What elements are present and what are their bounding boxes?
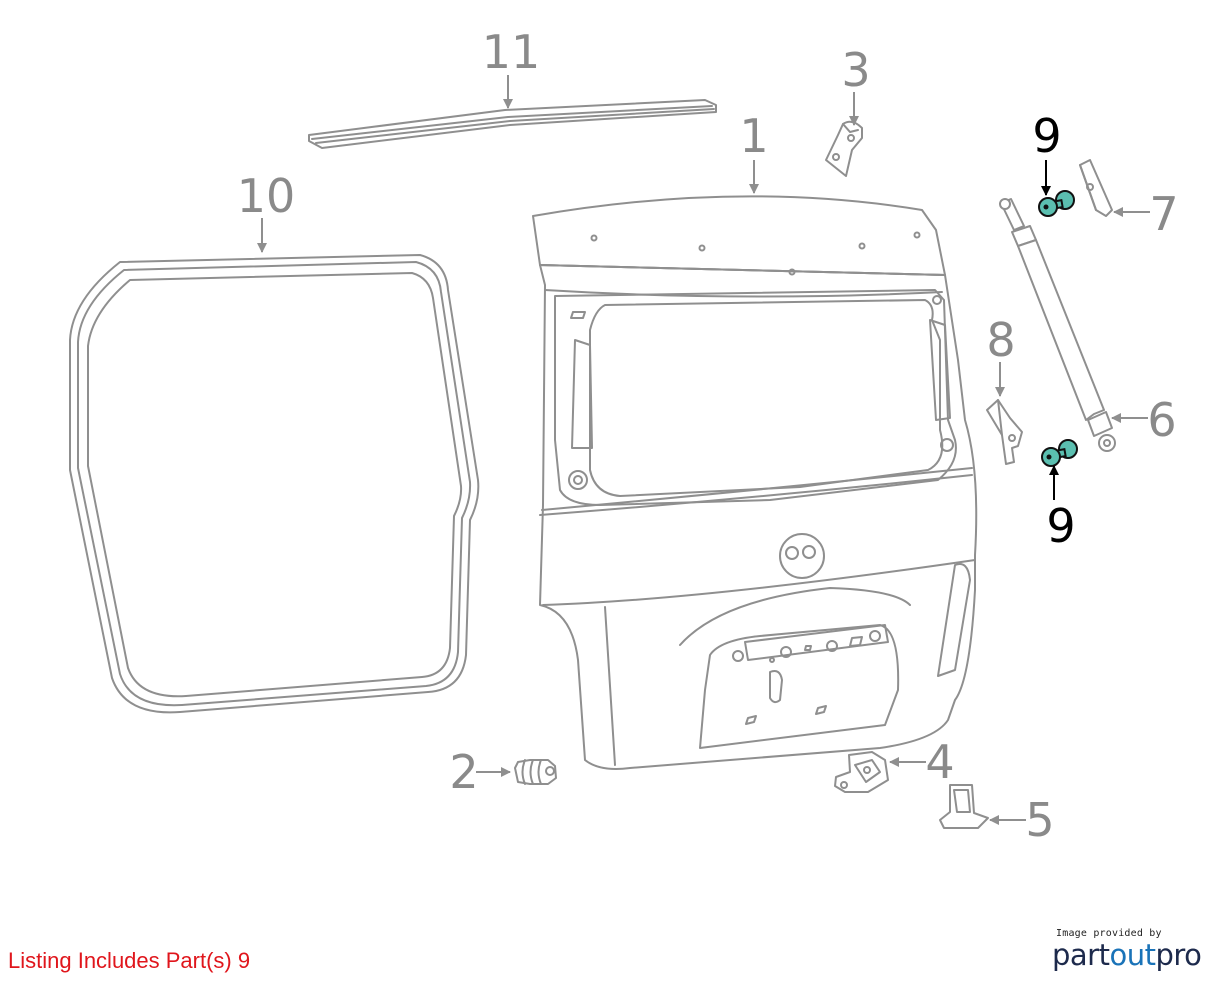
part-9-ball-stud-upper [1038, 190, 1075, 217]
part-2-bumper-stop [514, 759, 557, 785]
logo-pro: pro [1155, 938, 1202, 972]
leader-arrows-highlight [1041, 160, 1059, 500]
callout-1: 1 [739, 109, 768, 163]
callout-8: 8 [986, 313, 1015, 367]
part-4-latch [834, 751, 889, 793]
part-9-ball-stud-lower [1041, 439, 1078, 467]
callout-6: 6 [1147, 393, 1176, 447]
callout-labels: 1 2 3 4 5 6 7 8 10 11 [237, 25, 1179, 847]
callout-10: 10 [237, 169, 296, 223]
callout-9-lower: 9 [1046, 499, 1075, 553]
logo-out: out [1109, 938, 1156, 972]
callout-3: 3 [841, 43, 870, 97]
part-3-hinge-bracket [825, 120, 863, 177]
callout-5: 5 [1025, 793, 1054, 847]
callout-4: 4 [925, 735, 954, 789]
callout-7: 7 [1149, 187, 1178, 241]
part-6-gas-strut [999, 198, 1116, 452]
listing-caption: Listing Includes Part(s) 9 [8, 948, 251, 973]
logo-part: part [1052, 938, 1110, 972]
callout-2: 2 [449, 745, 478, 799]
callout-labels-highlight: 9 9 [1032, 109, 1075, 553]
partoutpro-logo: partoutpro [1052, 940, 1212, 970]
image-credit: Image provided by partoutpro [1052, 928, 1212, 970]
part-10-rear-glass [69, 254, 480, 714]
part-7-strut-bracket [1079, 159, 1113, 217]
part-8-bracket [986, 399, 1023, 465]
callout-11: 11 [482, 25, 541, 79]
leader-arrows [257, 75, 1150, 825]
credit-text: Image provided by [1056, 928, 1162, 939]
part-1-liftgate [532, 195, 978, 770]
part-5-striker [939, 784, 989, 829]
callout-9-upper: 9 [1032, 109, 1061, 163]
part-11-spoiler-strip [308, 99, 717, 149]
